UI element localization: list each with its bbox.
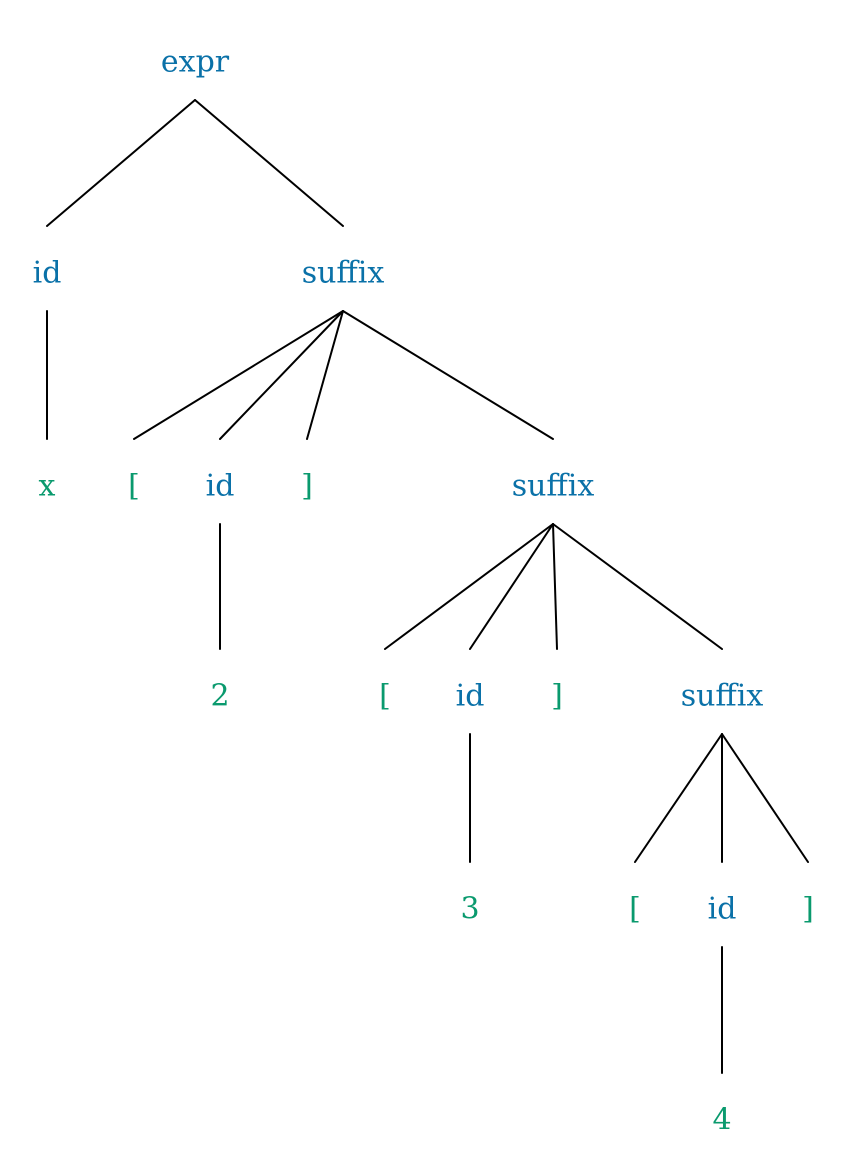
terminal-node-n11: ] [551, 679, 563, 714]
nonterminal-node-n10: id [456, 679, 485, 714]
tree-edge-n0-n2 [194, 99, 344, 227]
terminal-node-n16: ] [802, 892, 814, 927]
terminal-node-n3: x [39, 469, 56, 504]
terminal-node-n8: 2 [210, 679, 229, 714]
terminal-node-n17: 4 [712, 1103, 731, 1138]
tree-edge-n7-n11 [552, 523, 558, 650]
tree-edge-n2-n5 [219, 310, 344, 440]
tree-edge-n2-n7 [342, 310, 554, 440]
terminal-node-n4: [ [128, 469, 140, 504]
terminal-node-n13: 3 [460, 892, 479, 927]
tree-edge-n7-n9 [384, 523, 554, 650]
nonterminal-node-n1: id [33, 256, 62, 291]
nonterminal-node-n2: suffix [302, 256, 385, 291]
nonterminal-node-n12: suffix [681, 679, 764, 714]
tree-edge-n2-n4 [133, 310, 344, 440]
nonterminal-node-n7: suffix [512, 469, 595, 504]
tree-edge-n7-n12 [552, 523, 723, 650]
tree-edge-n12-n16 [721, 733, 809, 863]
tree-edges [46, 99, 809, 1074]
nonterminal-node-n0: expr [161, 45, 230, 80]
tree-edge-n2-n6 [306, 310, 344, 440]
nonterminal-node-n5: id [206, 469, 235, 504]
tree-edge-n0-n1 [46, 99, 196, 227]
nonterminal-node-n15: id [708, 892, 737, 927]
tree-edge-n12-n14 [634, 733, 723, 863]
terminal-node-n14: [ [629, 892, 641, 927]
terminal-node-n6: ] [301, 469, 313, 504]
tree-node-labels: expr id suffix x [ id] suffix 2 [ id] suffix 3 [ id] 4 [33, 45, 814, 1138]
tree-edge-n7-n10 [469, 523, 554, 650]
terminal-node-n9: [ [379, 679, 391, 714]
